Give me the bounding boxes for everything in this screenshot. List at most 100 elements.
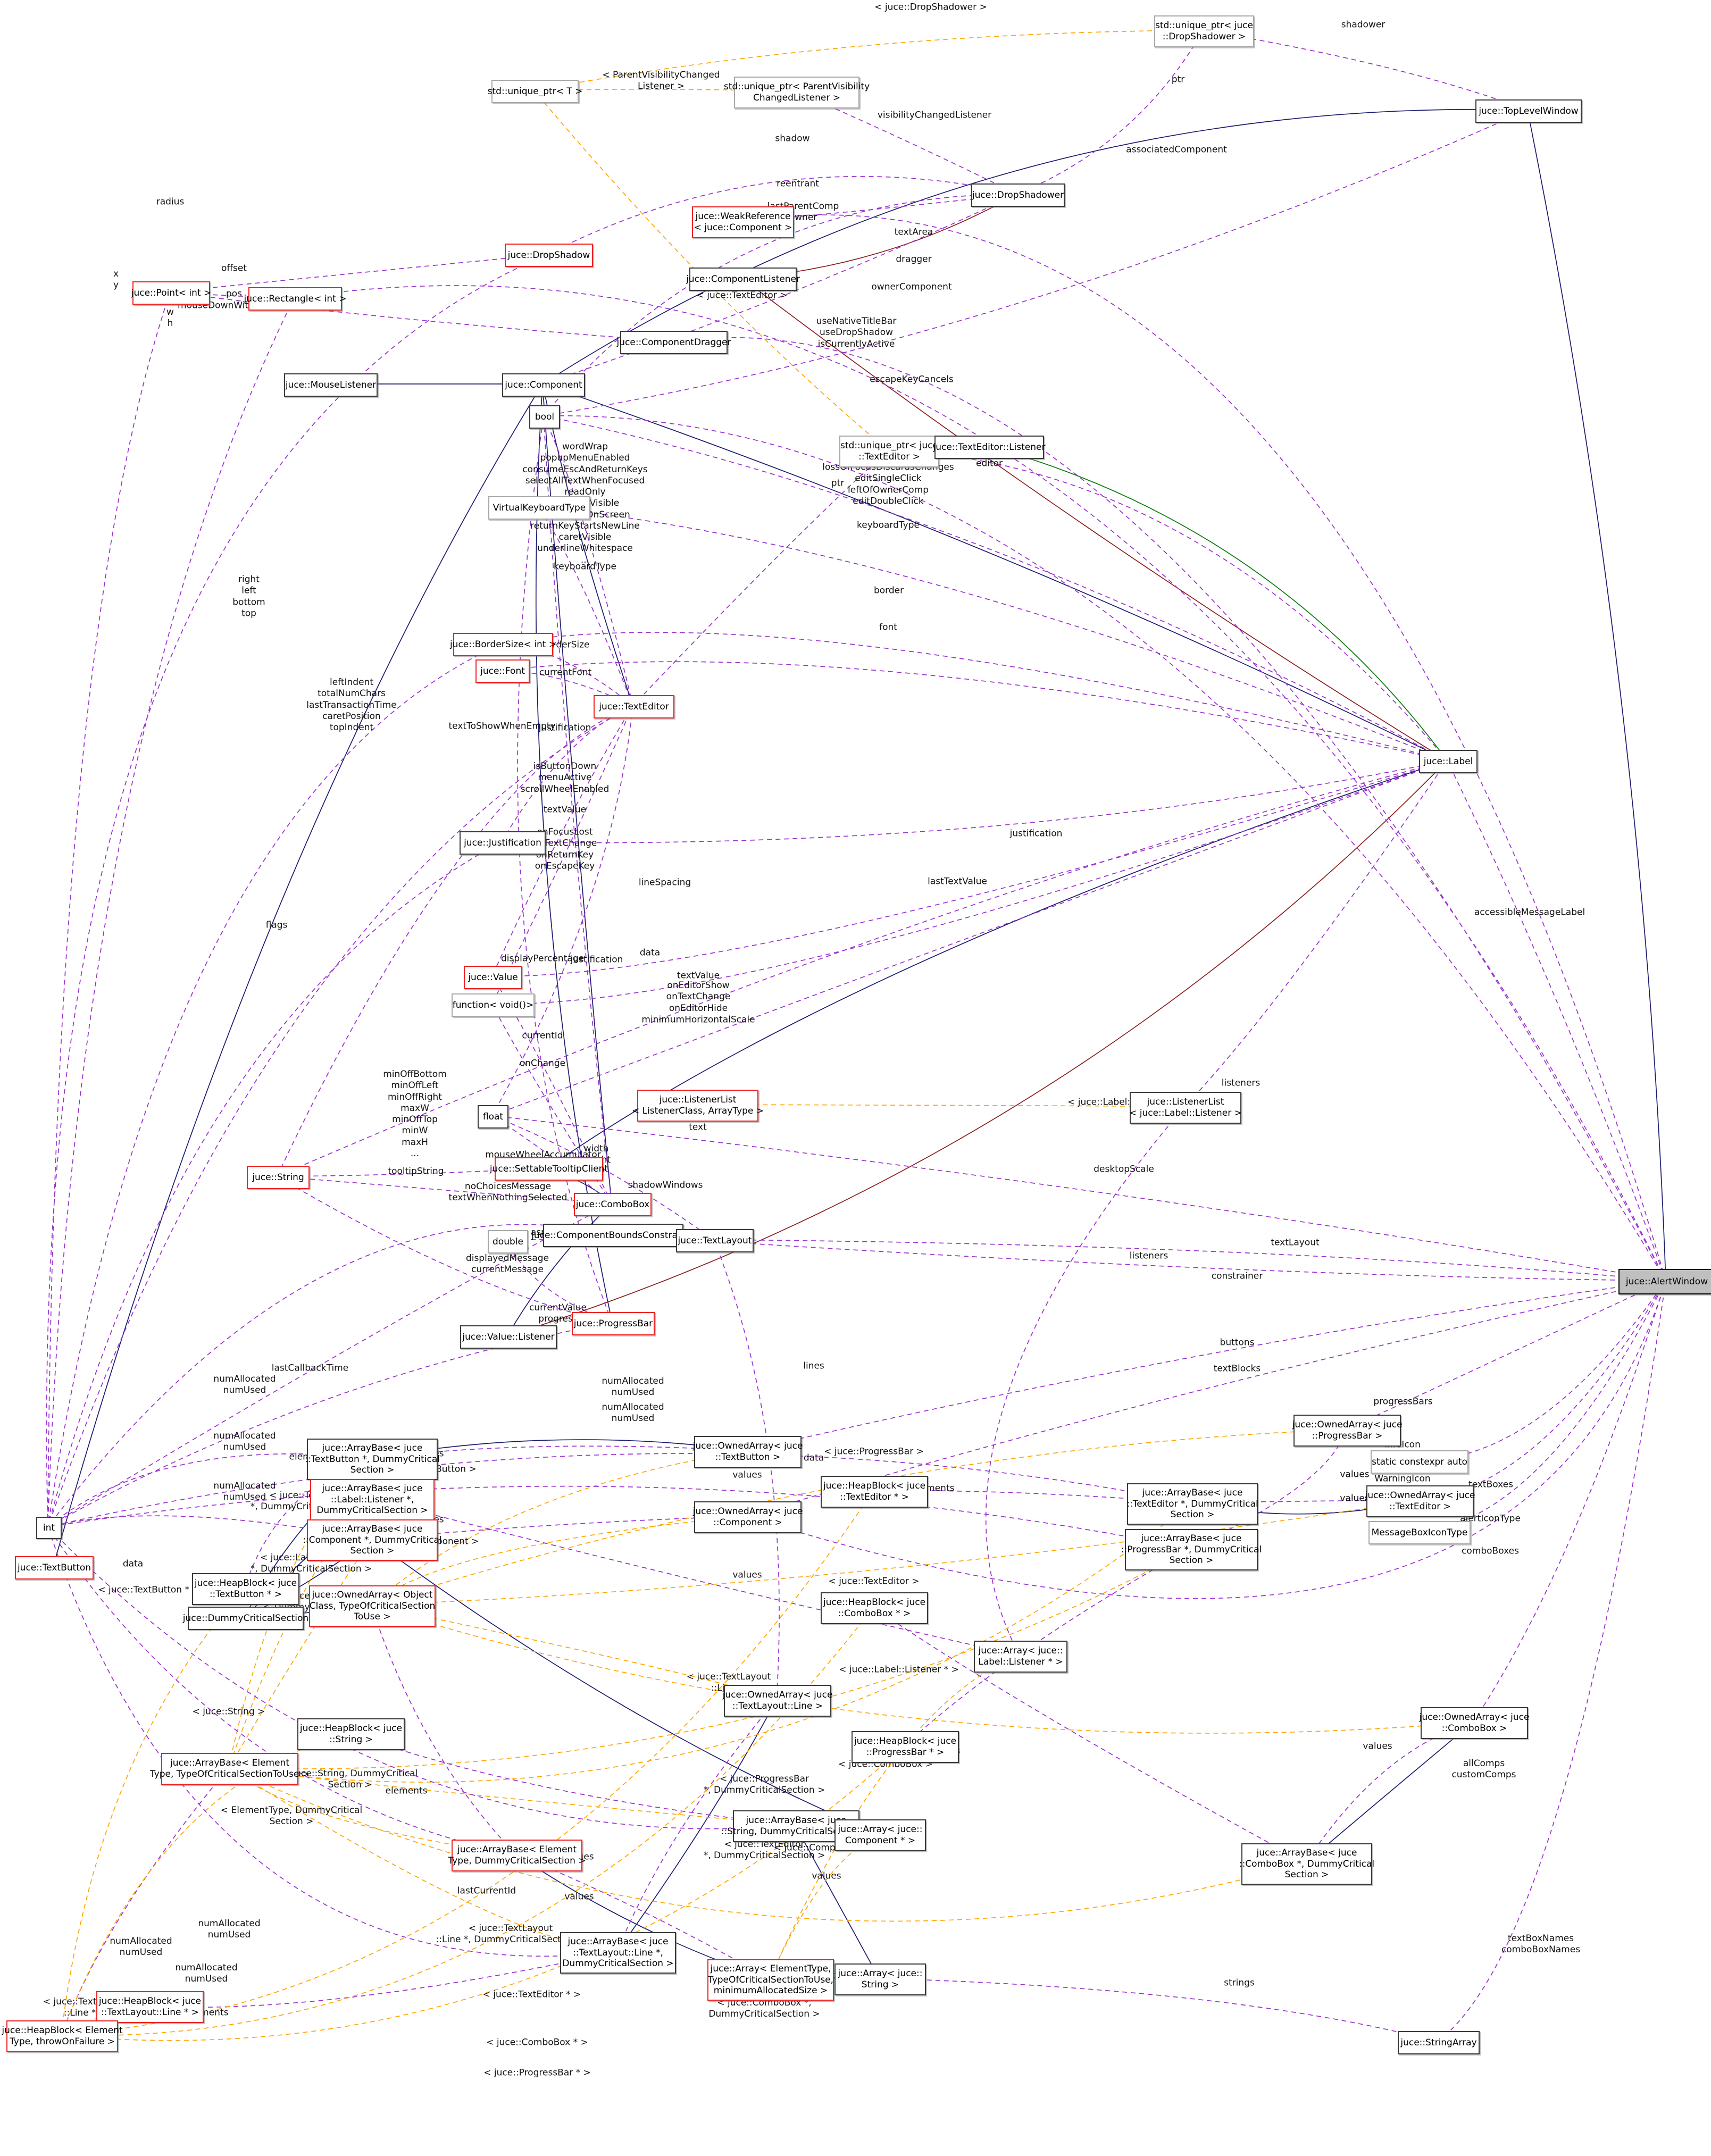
node-virtualkeyboard[interactable]: VirtualKeyboardType xyxy=(488,496,590,520)
node-hb_textbutton[interactable]: juce::HeapBlock< juce ::TextButton * > xyxy=(192,1573,299,1605)
edge-texteditor-function xyxy=(491,705,633,1005)
edge-dropshadow-point xyxy=(169,254,548,295)
node-mouselistener[interactable]: juce::MouseListener xyxy=(284,373,378,397)
node-uptr_dropshadower[interactable]: std::unique_ptr< juce ::DropShadower > xyxy=(1154,15,1254,47)
edge-ab_string-ab_element_tcs xyxy=(228,1765,796,1826)
node-hb_element[interactable]: juce::HeapBlock< Element Type, throwOnFa… xyxy=(2,2020,123,2052)
node-oa_textlayoutline[interactable]: juce::OwnedArray< juce ::TextLayout::Lin… xyxy=(723,1685,832,1717)
node-uptr_t[interactable]: std::unique_ptr< T > xyxy=(488,80,582,103)
node-string[interactable]: juce::String xyxy=(247,1166,310,1189)
node-valuelistener[interactable]: juce::Value::Listener xyxy=(460,1325,557,1349)
node-constexpr_auto[interactable]: static constexpr auto xyxy=(1371,1450,1468,1474)
node-double[interactable]: double xyxy=(488,1230,528,1254)
node-justification[interactable]: juce::Justification xyxy=(460,831,546,855)
node-oa_combobox[interactable]: juce::OwnedArray< juce ::ComboBox > xyxy=(1420,1707,1529,1739)
node-toplevelwindow[interactable]: juce::TopLevelWindow xyxy=(1475,99,1582,123)
node-hb_combobox[interactable]: juce::HeapBlock< juce ::ComboBox * > xyxy=(821,1592,928,1624)
edge-dropshadower-component xyxy=(541,194,1017,385)
node-bordersize[interactable]: juce::BorderSize< int > xyxy=(450,633,556,656)
node-dummycs[interactable]: juce::DummyCriticalSection xyxy=(183,1607,308,1630)
node-ab_element_dcs[interactable]: juce::ArrayBase< Element Type, DummyCrit… xyxy=(448,1840,586,1871)
node-ab_textlayoutline[interactable]: juce::ArrayBase< juce ::TextLayout::Line… xyxy=(560,1932,676,1974)
node-listenerlist_generic[interactable]: juce::ListenerList < ListenerClass, Arra… xyxy=(632,1090,764,1122)
node-component[interactable]: juce::Component xyxy=(502,373,585,397)
edge-rect-point xyxy=(169,288,295,298)
node-ab_component[interactable]: juce::ArrayBase< juce ::Component *, Dum… xyxy=(303,1519,442,1561)
node-uptr_texteditor[interactable]: std::unique_ptr< juce ::TextEditor > xyxy=(839,436,939,467)
node-texteditor[interactable]: juce::TextEditor xyxy=(594,695,674,718)
edge-texteditor-int xyxy=(47,705,633,1528)
edge-oa_textlayoutline-ab_textlayoutline xyxy=(616,1699,777,1953)
edge-alertwindow-oa_component xyxy=(746,1280,1666,1599)
node-float[interactable]: float xyxy=(478,1105,508,1129)
node-point[interactable]: juce::Point< int > xyxy=(131,281,211,305)
node-settabletooltip[interactable]: juce::SettableTooltipClient xyxy=(490,1157,608,1181)
node-ab_combobox[interactable]: juce::ArrayBase< juce ::ComboBox *, Dumm… xyxy=(1239,1843,1374,1885)
edge-progressbar-string xyxy=(276,1176,613,1323)
node-hb_textlayoutline[interactable]: juce::HeapBlock< juce ::TextLayout::Line… xyxy=(96,1991,204,2023)
edge-label-uptr_texteditor xyxy=(887,447,1448,761)
node-hb_texteditor[interactable]: juce::HeapBlock< juce ::TextEditor * > xyxy=(821,1476,928,1508)
node-texteditorlistener[interactable]: juce::TextEditor::Listener xyxy=(933,436,1046,459)
edge-bordersize-int xyxy=(45,643,503,1528)
edge-ab_textlayoutline-hb_textlayoutline xyxy=(148,1951,617,2011)
edge-ab_string-hb_string xyxy=(349,1732,796,1826)
edge-textlayout-float xyxy=(491,1115,714,1240)
node-oa_progressbar[interactable]: juce::OwnedArray< juce ::ProgressBar > xyxy=(1292,1415,1402,1447)
node-function[interactable]: function< void()> xyxy=(452,993,535,1017)
edge-texteditor-bool xyxy=(543,415,633,706)
node-int[interactable]: int xyxy=(36,1517,62,1539)
edge-label-value xyxy=(491,760,1448,981)
edge-ab_combobox-hb_combobox xyxy=(872,1607,1306,1863)
node-ab_textbutton[interactable]: juce::ArrayBase< juce ::TextButton *, Du… xyxy=(305,1439,440,1480)
node-ab_labellistener[interactable]: juce::ArrayBase< juce ::Label::Listener … xyxy=(310,1479,435,1520)
edge-toplevelwindow-bool xyxy=(542,110,1528,419)
edge-uptr_dropshadower-dropshadower xyxy=(1016,30,1204,195)
edge-alertwindow-rect xyxy=(293,285,1666,1281)
node-ab_texteditor[interactable]: juce::ArrayBase< juce ::TextEditor *, Du… xyxy=(1126,1483,1258,1525)
edge-oa_texteditor-oa_object xyxy=(370,1500,1420,1609)
node-progressbar[interactable]: juce::ProgressBar xyxy=(572,1312,655,1335)
node-oa_textbutton[interactable]: juce::OwnedArray< juce ::TextButton > xyxy=(693,1436,803,1468)
edge-label-complistener xyxy=(741,277,1448,761)
node-complistener[interactable]: juce::ComponentListener xyxy=(686,268,800,291)
node-oa_component[interactable]: juce::OwnedArray< juce ::Component > xyxy=(693,1501,803,1533)
node-value[interactable]: juce::Value xyxy=(464,966,522,989)
node-oa_object[interactable]: juce::OwnedArray< Object Class, TypeOfCr… xyxy=(309,1585,436,1627)
edge-label-font xyxy=(500,661,1448,761)
node-combobox[interactable]: juce::ComboBox xyxy=(574,1193,652,1216)
node-alertwindow[interactable]: juce::AlertWindow xyxy=(1618,1269,1711,1294)
node-oa_texteditor[interactable]: juce::OwnedArray< juce ::TextEditor > xyxy=(1365,1485,1475,1517)
node-uptr_pvcl[interactable]: std::unique_ptr< ParentVisibility Change… xyxy=(724,77,870,108)
edge-ab_progressbar-ab_element_tcs xyxy=(228,1548,1191,1773)
node-bool[interactable]: bool xyxy=(529,405,560,429)
edge-progressbar-bool xyxy=(517,415,613,1323)
node-dropshadow[interactable]: juce::DropShadow xyxy=(505,244,593,267)
edge-combobox-string xyxy=(276,1173,612,1204)
edge-label-listenerlist_label xyxy=(1183,760,1448,1108)
node-textlayout[interactable]: juce::TextLayout xyxy=(676,1229,754,1252)
node-hb_string[interactable]: juce::HeapBlock< juce ::String > xyxy=(297,1718,405,1750)
node-ab_progressbar[interactable]: juce::ArrayBase< juce ::ProgressBar *, D… xyxy=(1121,1529,1262,1570)
edge-uptr_texteditor-texteditor xyxy=(632,450,889,707)
node-arr_string[interactable]: juce::Array< juce:: String > xyxy=(834,1963,926,1995)
node-stringarray[interactable]: juce::StringArray xyxy=(1398,2031,1480,2054)
node-listenerlist_label[interactable]: juce::ListenerList < juce::Label::Listen… xyxy=(1129,1092,1242,1124)
node-arr_element[interactable]: juce::Array< ElementType, TypeOfCritical… xyxy=(707,1959,834,2001)
edge-hb_string-hb_element xyxy=(61,1733,350,2036)
node-compdragger[interactable]: juce::ComponentDragger xyxy=(617,331,731,354)
node-hb_progressbar[interactable]: juce::HeapBlock< juce ::ProgressBar * > xyxy=(852,1731,959,1763)
edge-point-int xyxy=(44,291,171,1528)
node-arr_labellistener[interactable]: juce::Array< juce:: Label::Listener * > xyxy=(974,1641,1067,1673)
node-boundsconstrainer[interactable]: juce::ComponentBoundsConstrainer xyxy=(531,1224,695,1247)
node-ab_element_tcs[interactable]: juce::ArrayBase< Element Type, TypeOfCri… xyxy=(150,1753,310,1785)
node-label[interactable]: juce::Label xyxy=(1419,750,1478,773)
node-dropshadower[interactable]: juce::DropShadower xyxy=(971,183,1065,207)
node-font[interactable]: juce::Font xyxy=(475,659,530,683)
edge-ab_textbutton-int xyxy=(47,1453,372,1528)
node-textbutton[interactable]: juce::TextButton xyxy=(15,1556,94,1580)
node-arr_component[interactable]: juce::Array< juce:: Component * > xyxy=(834,1819,926,1851)
node-weakref[interactable]: juce::WeakReference < juce::Component > xyxy=(692,206,794,238)
node-rect[interactable]: juce::Rectangle< int > xyxy=(244,287,346,311)
node-msgboxicontype[interactable]: MessageBoxIconType xyxy=(1368,1521,1471,1544)
